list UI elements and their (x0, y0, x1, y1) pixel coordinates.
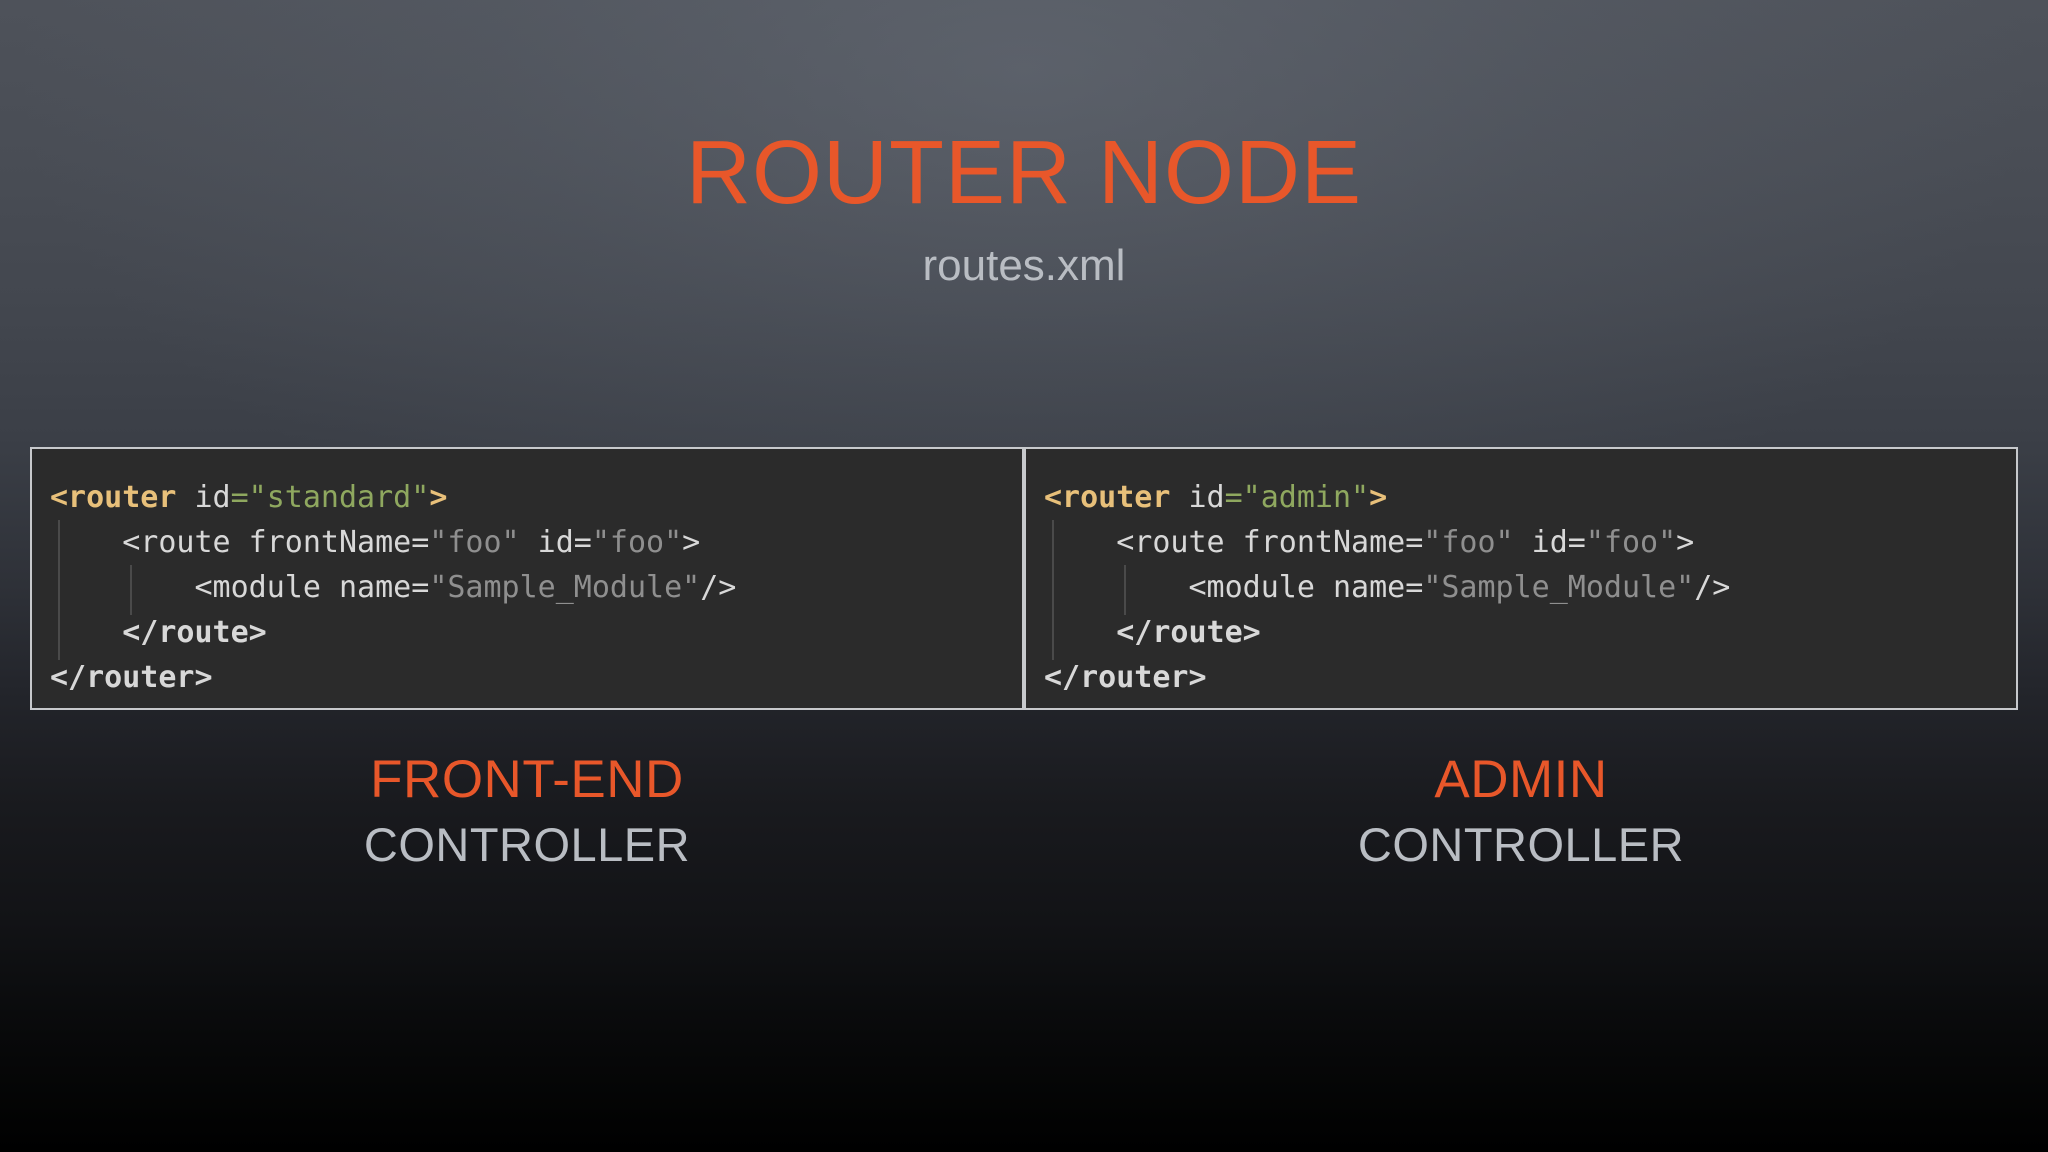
code-token: > (1369, 480, 1388, 515)
code-token: <route frontName= (1116, 525, 1424, 560)
caption-sub-label: CONTROLLER (1357, 817, 1685, 871)
code-token: "foo" (1423, 525, 1514, 560)
code-token: ="admin" (1224, 480, 1370, 515)
code-token: id (176, 480, 231, 515)
code-line: <module name="Sample_Module"/> (1044, 565, 1998, 610)
code-token: </router> (1044, 660, 1207, 695)
code-token: id= (1513, 525, 1586, 560)
caption-admin: ADMIN CONTROLLER (1024, 752, 2018, 869)
code-line: <route frontName="foo" id="foo"> (1044, 520, 1998, 565)
code-token: </route> (122, 615, 267, 650)
code-token: > (1676, 525, 1695, 560)
code-token: <module name= (194, 570, 430, 605)
caption-sub-label: CONTROLLER (363, 817, 691, 871)
code-token: id (1170, 480, 1225, 515)
panel-admin: <router id="admin"> <route frontName="fo… (1024, 447, 2018, 869)
code-token: "foo" (429, 525, 520, 560)
panel-front-end: <router id="standard"> <route frontName=… (30, 447, 1024, 869)
code-token: <router (50, 480, 177, 515)
code-token: </router> (50, 660, 213, 695)
code-token: "foo" (1585, 525, 1677, 560)
caption-front-end: FRONT-END CONTROLLER (30, 752, 1024, 869)
code-token: "Sample_Module" (429, 570, 701, 605)
page-title: ROUTER NODE (685, 123, 1363, 223)
code-line: <router id="admin"> (1044, 475, 1998, 520)
code-token: <module name= (1188, 570, 1424, 605)
slide-header: ROUTER NODE routes.xml (0, 128, 2048, 288)
code-card-admin: <router id="admin"> <route frontName="fo… (1024, 447, 2018, 710)
code-token: > (682, 525, 701, 560)
code-token: </route> (1116, 615, 1261, 650)
code-line: </route> (50, 610, 1004, 655)
code-card-front-end: <router id="standard"> <route frontName=… (30, 447, 1024, 710)
code-line: </router> (50, 655, 1004, 700)
code-line: </router> (1044, 655, 1998, 700)
code-token: id= (519, 525, 592, 560)
code-line: </route> (1044, 610, 1998, 655)
code-block-front-end: <router id="standard"> <route frontName=… (32, 475, 1022, 700)
code-line: <route frontName="foo" id="foo"> (50, 520, 1004, 565)
code-token: ="standard" (230, 480, 430, 515)
code-token: <router (1044, 480, 1171, 515)
code-line: <module name="Sample_Module"/> (50, 565, 1004, 610)
code-token: <route frontName= (122, 525, 430, 560)
code-token: /> (700, 570, 737, 605)
code-token: "foo" (591, 525, 683, 560)
code-token: > (429, 480, 448, 515)
page-subtitle: routes.xml (922, 241, 1126, 290)
caption-main-label: ADMIN (1434, 750, 1608, 809)
code-line: <router id="standard"> (50, 475, 1004, 520)
code-token: /> (1694, 570, 1731, 605)
code-block-admin: <router id="admin"> <route frontName="fo… (1026, 475, 2016, 700)
caption-main-label: FRONT-END (370, 750, 684, 809)
panel-columns: <router id="standard"> <route frontName=… (30, 447, 2018, 869)
code-token: "Sample_Module" (1423, 570, 1695, 605)
